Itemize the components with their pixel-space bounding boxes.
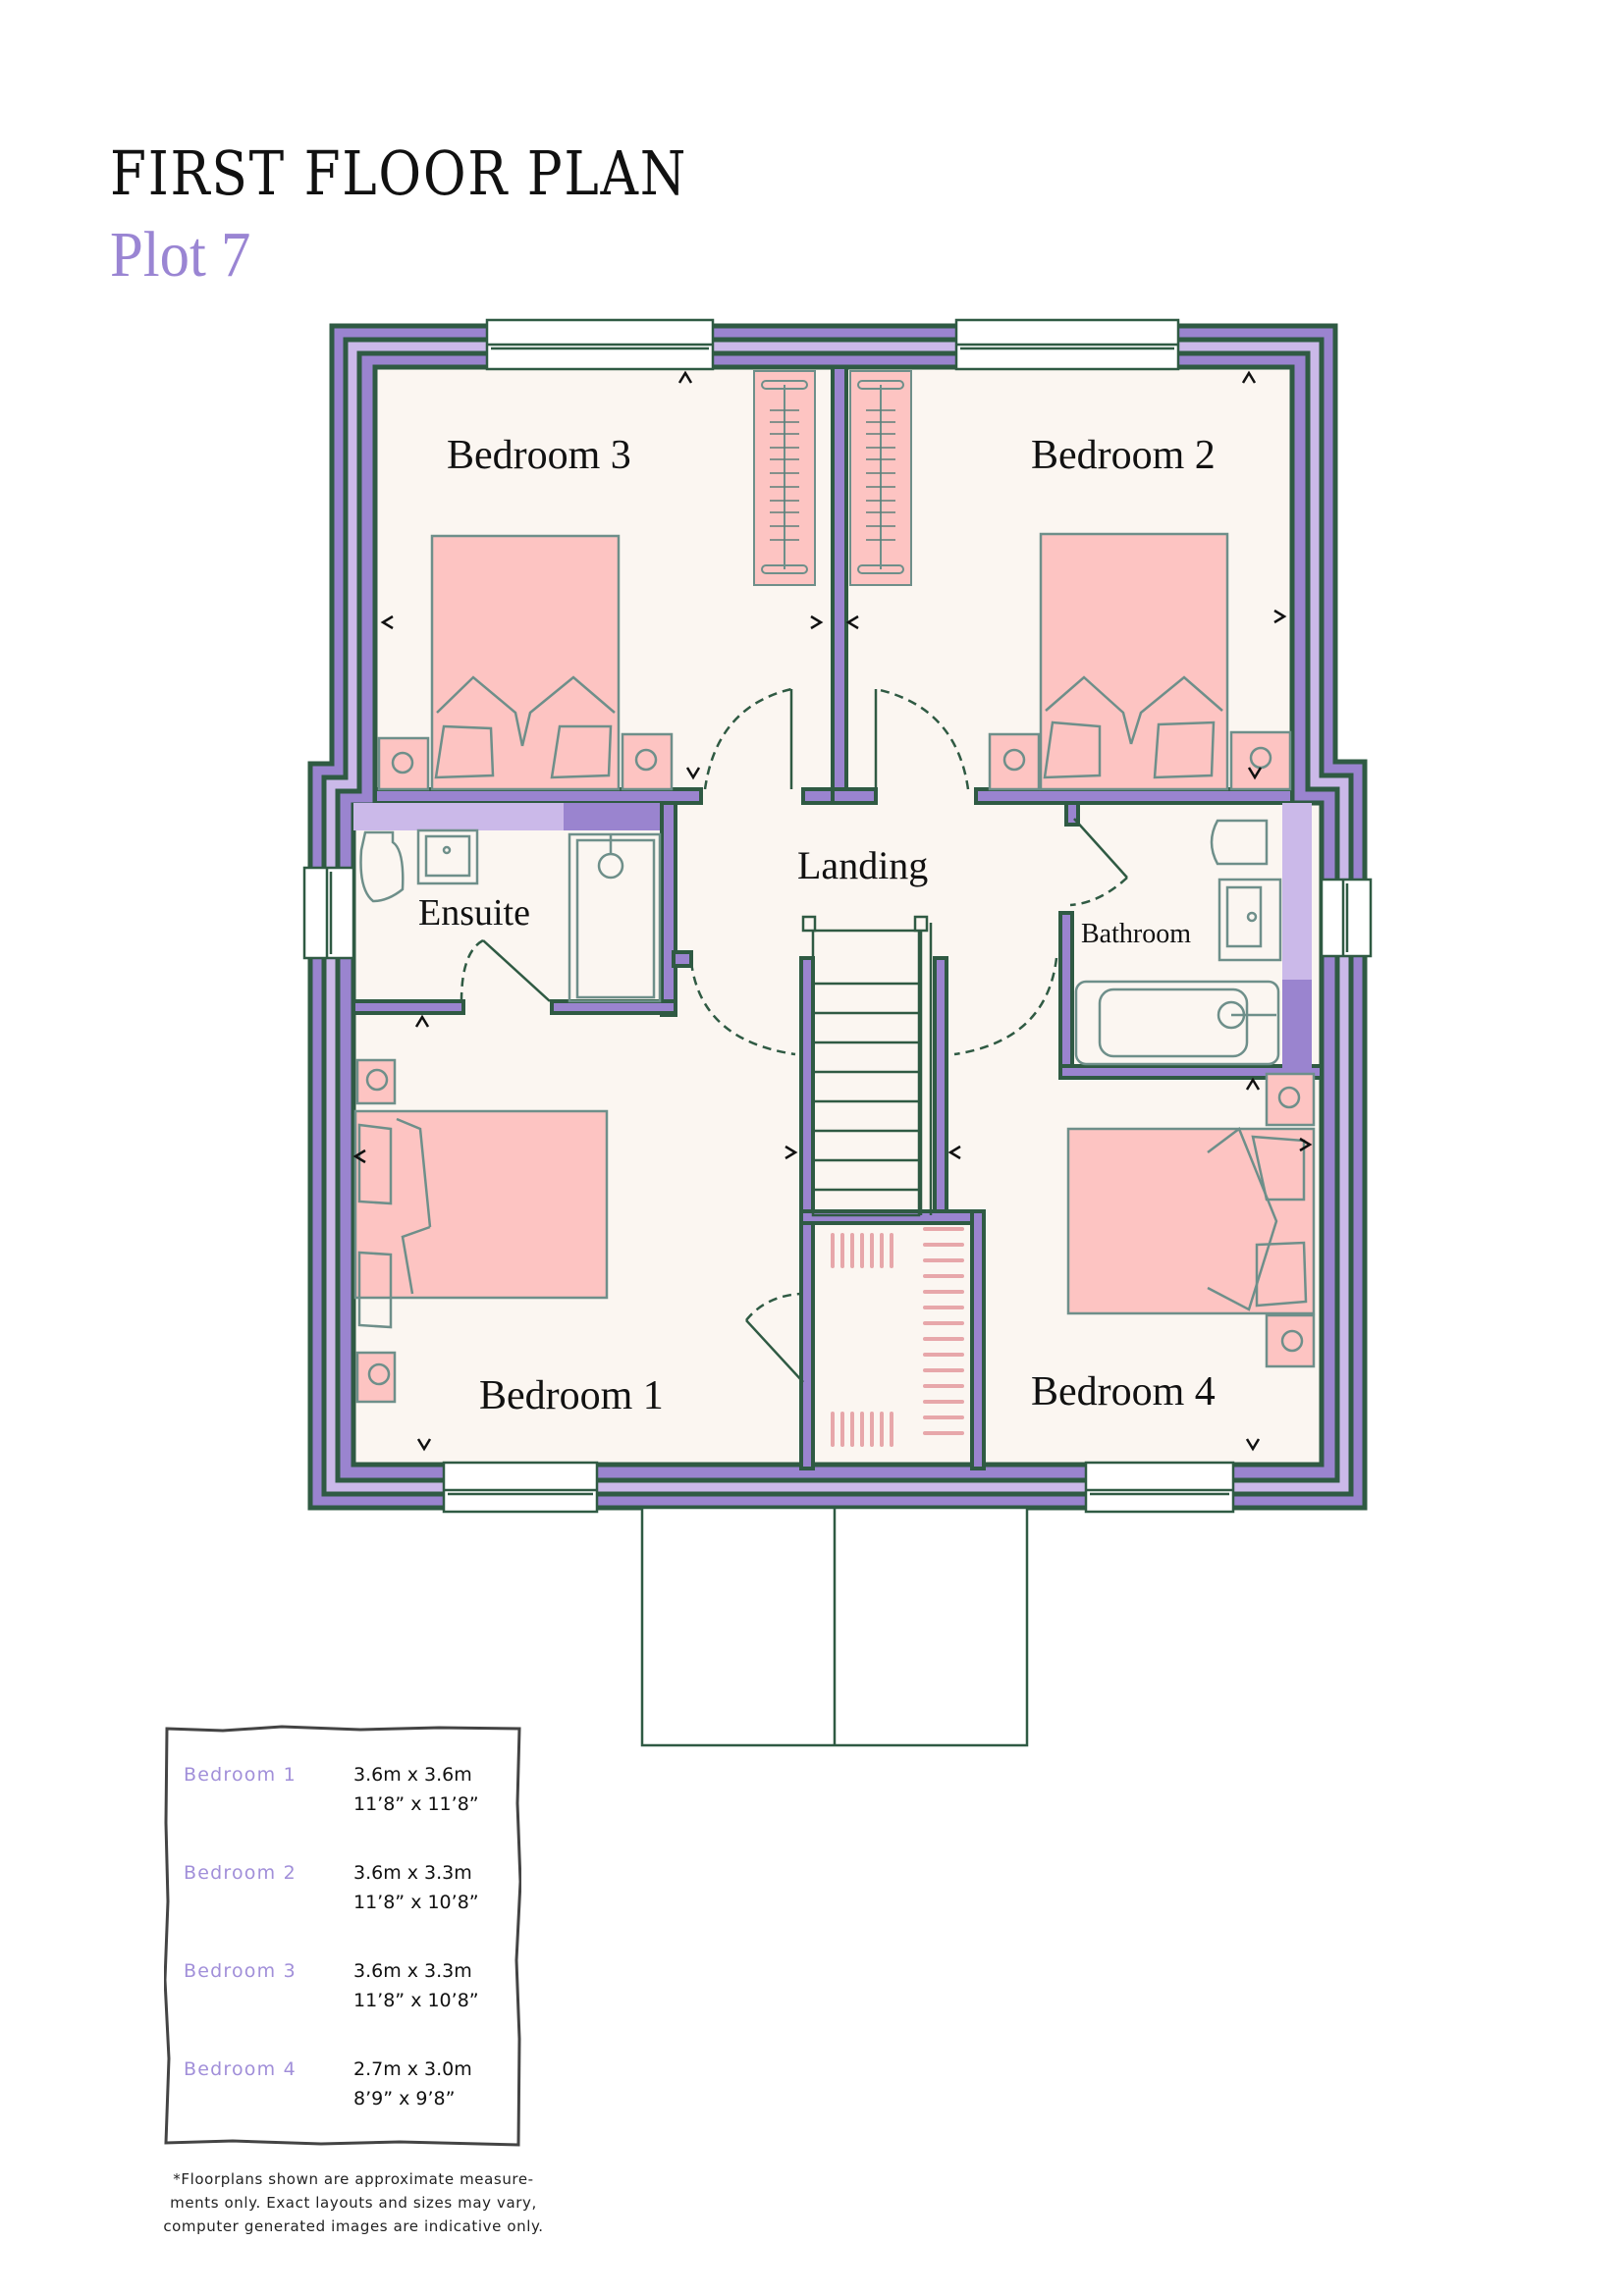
- legend-metric-size: 3.6m x 3.3m: [353, 1960, 472, 1982]
- room-label-bedroom-1: Bedroom 1: [479, 1373, 664, 1418]
- floor-plan: [302, 318, 1373, 1747]
- disclaimer-line: *Floorplans shown are approximate measur…: [173, 2170, 534, 2188]
- sanitary-fixtures: [359, 819, 1282, 1066]
- legend-metric-size: 2.7m x 3.0m: [353, 2058, 472, 2080]
- legend-room-name: Bedroom 1: [184, 1764, 297, 1786]
- plot-number: Plot 7: [110, 219, 251, 291]
- disclaimer-line: computer generated images are indicative…: [163, 2217, 544, 2235]
- disclaimer: *Floorplans shown are approximate measur…: [137, 2167, 569, 2238]
- door-swings: [460, 687, 1128, 1383]
- legend-imperial-size: 11’8” x 11’8”: [353, 1793, 479, 1815]
- room-label-ensuite: Ensuite: [418, 892, 530, 934]
- windows: [302, 318, 1373, 1514]
- beds: [353, 532, 1316, 1404]
- room-label-bathroom: Bathroom: [1081, 919, 1191, 949]
- disclaimer-line: ments only. Exact layouts and sizes may …: [170, 2194, 537, 2212]
- porch-roof: [640, 1506, 1029, 1747]
- legend-metric-size: 3.6m x 3.3m: [353, 1862, 472, 1884]
- room-label-bedroom-2: Bedroom 2: [1031, 433, 1216, 478]
- wardrobes: [753, 370, 964, 1447]
- legend-room-name: Bedroom 2: [184, 1862, 297, 1884]
- room-label-bedroom-3: Bedroom 3: [447, 433, 631, 478]
- legend-imperial-size: 11’8” x 10’8”: [353, 1990, 479, 2011]
- height-markers: [352, 370, 1313, 1452]
- room-dimensions-table: Bedroom 1 3.6m x 3.6m 11’8” x 11’8” Bedr…: [164, 1725, 521, 2147]
- legend-border: [164, 1725, 521, 2147]
- internal-walls: [352, 365, 1324, 1470]
- staircase: [801, 915, 933, 1217]
- room-label-bedroom-4: Bedroom 4: [1031, 1369, 1216, 1415]
- legend-room-name: Bedroom 3: [184, 1960, 297, 1982]
- legend-room-name: Bedroom 4: [184, 2058, 297, 2080]
- legend-imperial-size: 8’9” x 9’8”: [353, 2088, 456, 2109]
- legend-metric-size: 3.6m x 3.6m: [353, 1764, 472, 1786]
- room-label-landing: Landing: [797, 843, 929, 887]
- legend-imperial-size: 11’8” x 10’8”: [353, 1892, 479, 1913]
- page-title: FIRST FLOOR PLAN: [110, 137, 688, 209]
